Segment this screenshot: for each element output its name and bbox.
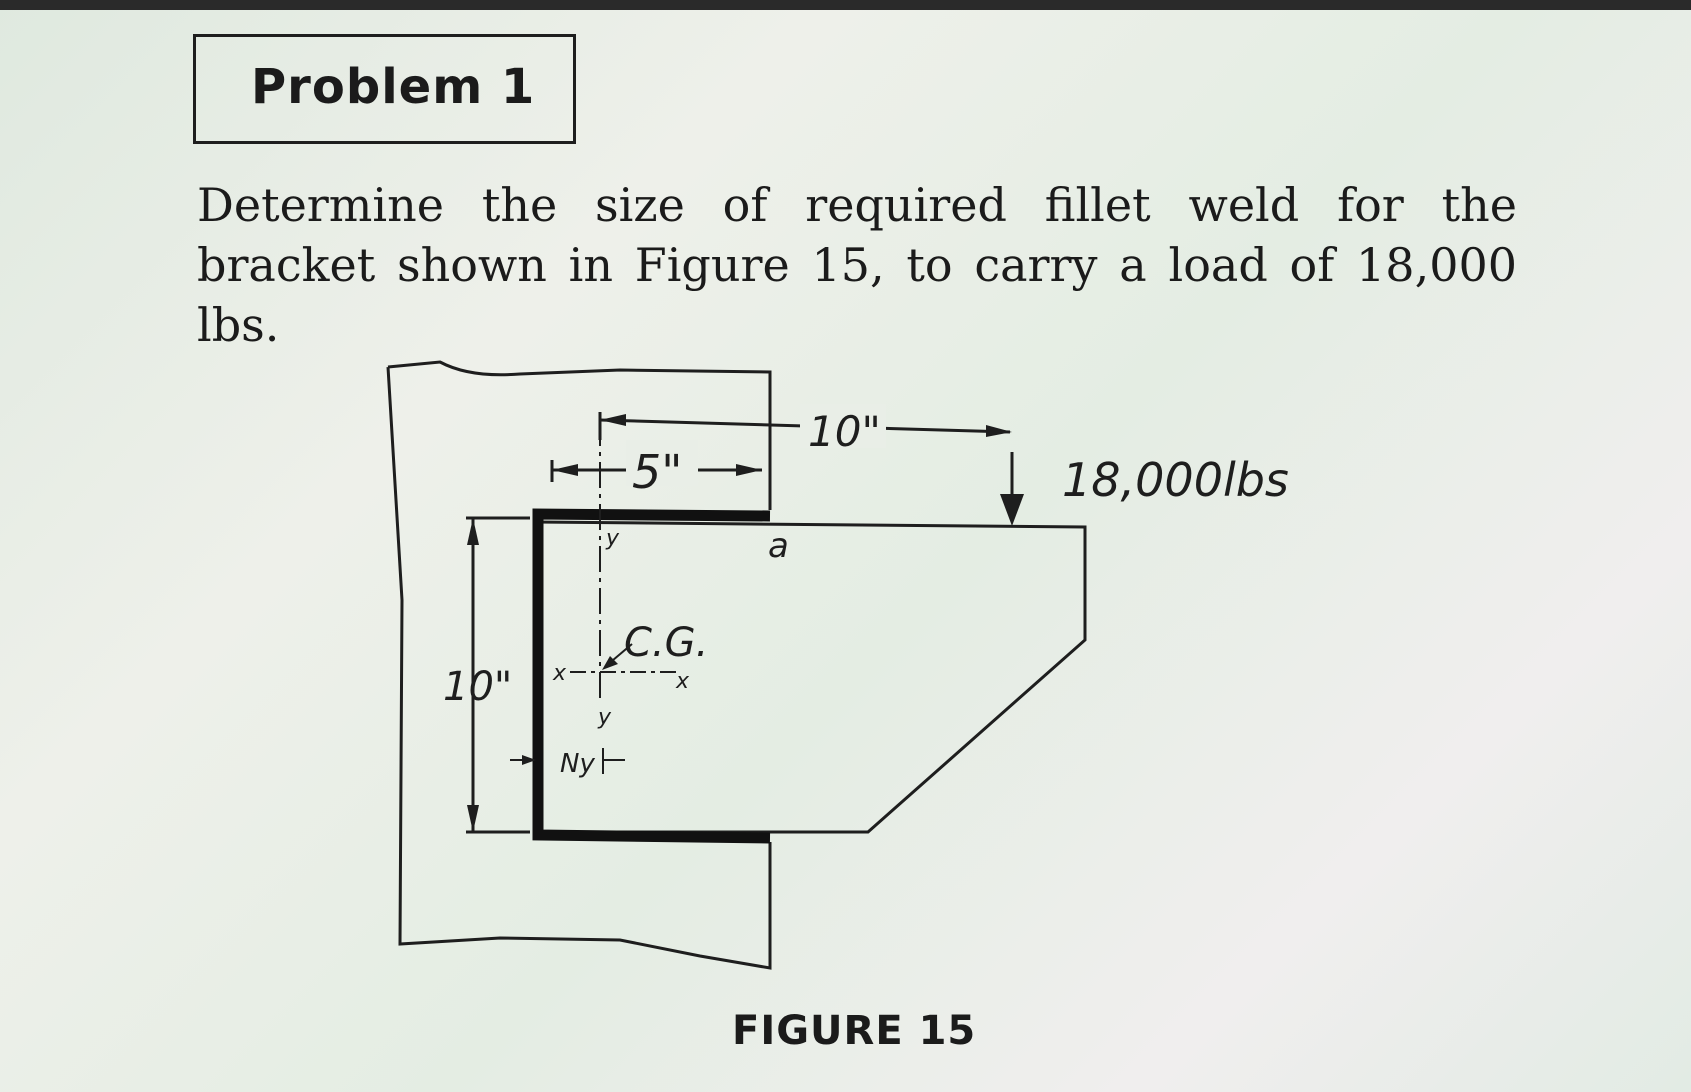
- height-arrow-top: [467, 518, 479, 545]
- y-axis-label-top: y: [605, 526, 620, 551]
- width-arrow-right: [736, 464, 762, 476]
- problem-statement: Determine the size of required fillet we…: [197, 178, 1517, 352]
- load-offset-arrow-left: [600, 414, 626, 426]
- height-dim-label: 10": [443, 664, 512, 710]
- problem-title: Problem 1: [251, 59, 536, 115]
- problem-heading-box: Problem 1: [193, 34, 576, 144]
- bracket-plate: [534, 520, 1087, 834]
- figure-caption: FIGURE 15: [732, 1008, 977, 1054]
- width-arrow-left: [552, 464, 578, 476]
- ny-label: Ny: [560, 749, 595, 779]
- x-axis-label-right: x: [675, 669, 690, 694]
- column-outline: [386, 360, 772, 970]
- point-a-label: a: [768, 526, 789, 566]
- x-axis-label-left: x: [552, 661, 567, 686]
- width-label-backdrop: [626, 440, 698, 486]
- cg-leader-arrow: [602, 656, 618, 670]
- load-arrow-head: [1000, 494, 1024, 526]
- fillet-weld: [532, 508, 771, 844]
- height-arrow-bottom: [467, 805, 479, 832]
- ny-arrow-left: [522, 755, 536, 765]
- load-offset-label-backdrop: [800, 404, 886, 448]
- width-dim-label: 5": [632, 445, 682, 499]
- cg-label: C.G.: [624, 620, 708, 666]
- load-label: 18,000lbs: [1062, 453, 1289, 507]
- y-axis-label-bottom: y: [597, 705, 612, 730]
- load-offset-arrow-right: [986, 425, 1012, 437]
- load-offset-dim-label: 10": [808, 407, 881, 456]
- top-edge: [0, 0, 1691, 10]
